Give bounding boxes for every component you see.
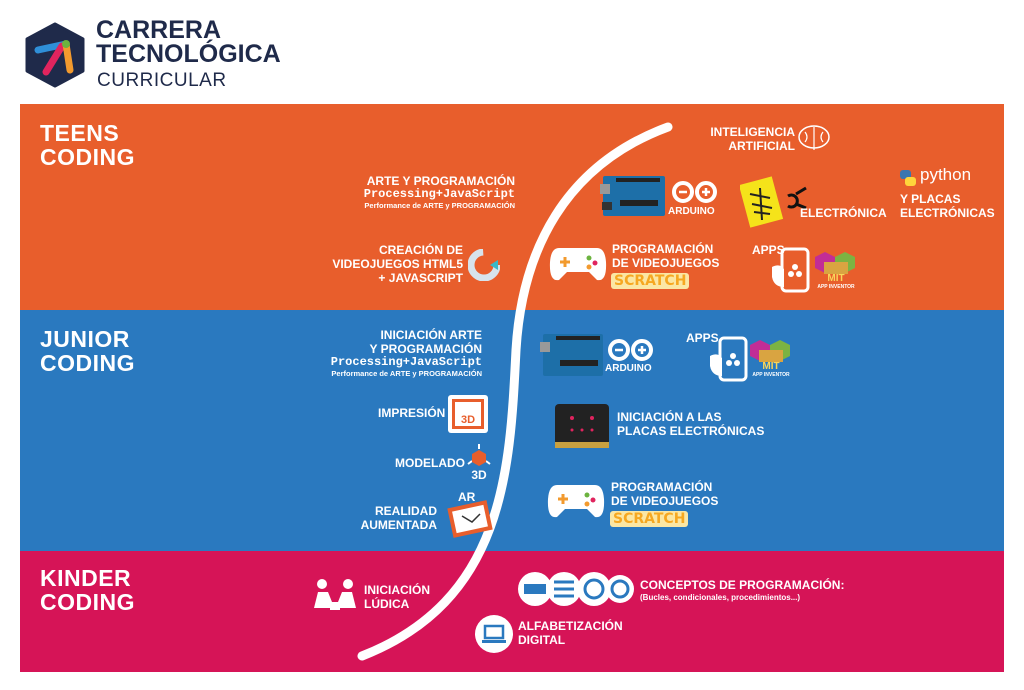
apps-label: APPS <box>686 331 719 345</box>
teens-title-line2: CODING <box>40 144 135 170</box>
label: REALIDAD <box>375 504 437 518</box>
teens-ia: INTELIGENCIA ARTIFICIAL <box>710 125 795 153</box>
ar-card-icon <box>447 500 493 538</box>
teens-band <box>20 104 1004 310</box>
label: DIGITAL <box>518 633 566 647</box>
arduino-label: ARDUINO <box>668 206 715 217</box>
alfabetizacion-digital: ALFABETIZACIÓN DIGITAL <box>518 619 623 647</box>
label: ELECTRÓNICAS <box>900 206 995 220</box>
arduino-label: ARDUINO <box>605 363 652 374</box>
label: INICIACIÓN ARTE <box>380 328 482 342</box>
kids-playing-icon <box>314 579 356 610</box>
kinder-title: KINDER CODING <box>40 566 135 614</box>
junior-title-line1: JUNIOR <box>40 326 130 352</box>
label: INICIACIÓN <box>364 583 430 597</box>
app-inventor-label: APP INVENTOR <box>752 372 790 378</box>
teens-videojuegos: PROGRAMACIÓN DE VIDEOJUEGOS <box>612 242 719 270</box>
junior-videojuegos: PROGRAMACIÓN DE VIDEOJUEGOS <box>611 480 718 508</box>
iniciacion-ludica: INICIACIÓN LÚDICA <box>364 583 430 611</box>
python-logo-icon <box>900 170 916 186</box>
label: DE VIDEOJUEGOS <box>612 256 720 270</box>
brand-title: CARRERA TECNOLÓGICA <box>96 16 281 68</box>
gamepad-icon <box>547 485 605 518</box>
phone-app-icon <box>710 336 748 382</box>
arduino-logo-icon <box>608 339 653 361</box>
scratch-logo: SCRATCH <box>611 273 690 289</box>
brand-title-line2: TECNOLÓGICA <box>96 40 281 68</box>
teens-html5-videojuegos: CREACIÓN DE VIDEOJUEGOS HTML5 + JAVASCRI… <box>332 243 463 285</box>
label: PLACAS ELECTRÓNICAS <box>617 424 765 438</box>
mit-label: MIT <box>827 273 845 284</box>
label: Y PLACAS <box>900 192 961 206</box>
label: CONCEPTOS DE PROGRAMACIÓN: <box>640 578 845 592</box>
kinder-band <box>20 551 1004 672</box>
label: ARTIFICIAL <box>728 139 795 153</box>
microbit-icon <box>555 404 609 448</box>
modelado-label: MODELADO <box>395 456 465 470</box>
label: ALFABETIZACIÓN <box>518 619 623 633</box>
mit-robot-icon <box>815 252 855 274</box>
electronica-label: ELECTRÓNICA <box>800 206 887 220</box>
label: Y PROGRAMACIÓN <box>369 342 482 356</box>
label: INTELIGENCIA <box>710 125 795 139</box>
python-placas: Y PLACAS ELECTRÓNICAS <box>900 192 995 220</box>
mit-label: MIT <box>762 361 780 372</box>
sublabel: Processing+JavaScript <box>363 187 515 201</box>
arduino-logo-icon <box>672 181 717 203</box>
laptop-icon <box>475 615 513 653</box>
sublabel: Processing+JavaScript <box>330 355 482 369</box>
caption: Performance de ARTE y PROGRAMACIÓN <box>364 201 515 210</box>
mit-robot-icon <box>750 340 790 362</box>
programming-concepts-icons <box>518 572 634 606</box>
label: ARTE Y PROGRAMACIÓN <box>366 174 515 188</box>
scratch-logo: SCRATCH <box>610 511 689 527</box>
teens-title: TEENS CODING <box>40 121 135 169</box>
kinder-title-line2: CODING <box>40 589 135 615</box>
kinder-title-line1: KINDER <box>40 565 132 591</box>
brain-icon <box>798 125 830 150</box>
impresion-label: IMPRESIÓN <box>378 406 446 420</box>
brand-logo <box>24 22 86 88</box>
mit-app-inventor-logo: MIT APP INVENTOR <box>750 338 792 379</box>
label: INICIACIÓN A LAS <box>617 410 722 424</box>
3d-printer-icon: 3D <box>448 395 488 433</box>
label: DE VIDEOJUEGOS <box>611 494 719 508</box>
ar-label: AR <box>458 490 476 504</box>
junior-arte-programacion: INICIACIÓN ARTE Y PROGRAMACIÓN Processin… <box>331 328 482 379</box>
teens-title-line1: TEENS <box>40 120 120 146</box>
app-inventor-label: APP INVENTOR <box>817 284 855 290</box>
junior-placas: INICIACIÓN A LAS PLACAS ELECTRÓNICAS <box>617 410 764 438</box>
phone-app-icon <box>772 247 810 293</box>
electronics-circuit-icon <box>740 176 807 228</box>
label: PROGRAMACIÓN <box>611 480 713 494</box>
arduino-board-icon <box>600 176 665 216</box>
junior-title: JUNIOR CODING <box>40 327 135 375</box>
label: PROGRAMACIÓN <box>612 242 714 256</box>
conceptos-programacion: CONCEPTOS DE PROGRAMACIÓN: (Bucles, cond… <box>640 578 844 603</box>
3d-cube-icon: 3D <box>466 444 492 482</box>
label: VIDEOJUEGOS HTML5 <box>332 257 463 271</box>
caption: Performance de ARTE y PROGRAMACIÓN <box>331 369 482 378</box>
python-logo-text: python <box>920 165 972 184</box>
junior-title-line2: CODING <box>40 350 135 376</box>
3d-label: 3D <box>471 468 487 482</box>
gamepad-icon <box>549 248 607 281</box>
hexagon-logo-icon <box>25 22 85 88</box>
label: + JAVASCRIPT <box>378 271 463 285</box>
construct3-icon <box>468 249 500 281</box>
label: AUMENTADA <box>360 518 437 532</box>
3d-label: 3D <box>452 399 484 429</box>
arduino-board-icon <box>540 334 603 376</box>
mit-app-inventor-logo: MIT APP INVENTOR <box>815 250 857 291</box>
brand-subtitle: CURRICULAR <box>97 70 227 91</box>
brand-title-line1: CARRERA <box>96 16 221 44</box>
label: CREACIÓN DE <box>378 243 463 257</box>
teens-arte-programacion: ARTE Y PROGRAMACIÓN Processing+JavaScrip… <box>364 174 515 211</box>
cube-icon <box>467 444 491 466</box>
caption: (Bucles, condicionales, procedimientos..… <box>640 593 801 602</box>
apps-label: APPS <box>752 243 785 257</box>
realidad-aumentada: REALIDAD AUMENTADA <box>361 504 437 532</box>
label: LÚDICA <box>364 597 410 611</box>
